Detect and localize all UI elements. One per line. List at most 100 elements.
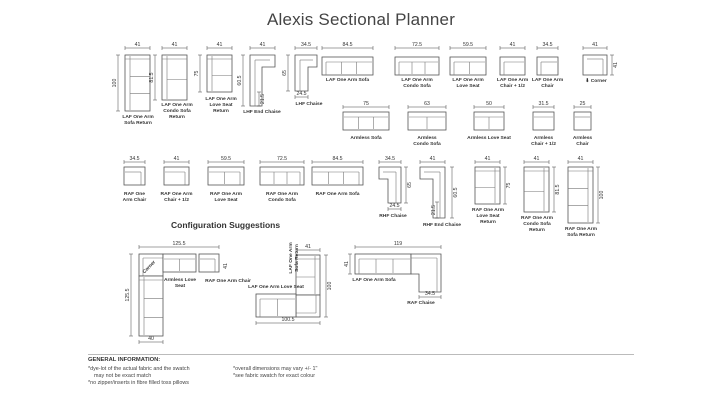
piece-outline	[567, 166, 594, 224]
piece-outline	[124, 54, 151, 112]
dimension-label: 21.5	[260, 94, 266, 104]
info-divider	[88, 354, 634, 355]
dimension-label: 25	[580, 101, 586, 107]
dimension-label: 34.5	[542, 42, 552, 48]
piece-label: Chair + 1/2	[531, 141, 556, 147]
piece-label: RAF One Arm	[521, 215, 554, 221]
piece-outline	[206, 54, 233, 93]
piece-label: LAF One Arm	[452, 77, 484, 83]
piece-label: Return	[169, 114, 185, 120]
piece-label: Condo Sofa	[403, 83, 431, 89]
piece-label: ⬇ Corner	[585, 78, 607, 84]
dimension-label: 84.5	[342, 42, 352, 48]
config-label: RAF Chaise	[407, 300, 435, 306]
dimension-label: 41	[592, 42, 598, 48]
piece-label: Return	[529, 227, 545, 233]
piece-label: Love Seat	[476, 213, 499, 219]
piece-outline	[163, 166, 190, 186]
piece-outline	[198, 253, 220, 273]
piece-outline	[207, 166, 245, 186]
piece-outline	[123, 166, 146, 186]
piece-label: LAF One Arm Sofa	[326, 77, 370, 83]
dimension-label: 41	[485, 156, 491, 162]
dimension-label: 65	[282, 70, 288, 76]
dimension-label: 41	[613, 62, 619, 68]
piece-outline	[573, 111, 592, 131]
piece-label: Chair	[576, 141, 589, 147]
piece-outline	[161, 54, 188, 101]
piece-label: RHF Chaise	[379, 213, 407, 219]
piece-label: LAF One Arm	[161, 102, 193, 108]
piece-outline	[295, 254, 321, 296]
info-heading: GENERAL INFORMATION:	[88, 357, 161, 363]
piece-label: RAF One Arm	[472, 207, 505, 213]
info-note: *overall dimensions may vary +/- 1"	[233, 366, 318, 372]
piece-label: Armless Sofa	[350, 135, 382, 141]
piece-outline	[321, 56, 374, 76]
piece-label: Love Seat	[456, 83, 479, 89]
piece-outline	[474, 166, 501, 205]
config-label: LAF One Arm	[288, 242, 294, 274]
dimension-label: 100	[327, 282, 333, 291]
piece-label: Return	[480, 219, 496, 225]
piece-outline	[449, 56, 487, 76]
dimension-label: 41	[578, 156, 584, 162]
piece-outline	[378, 166, 402, 204]
piece-outline	[499, 56, 526, 76]
dimension-label: 59.5	[221, 156, 231, 162]
dimension-label: 100	[599, 191, 605, 200]
piece-label: Chair	[541, 83, 554, 89]
piece-label: LHF End Chaise	[243, 109, 281, 115]
config-heading: Configuration Suggestions	[171, 220, 281, 230]
dimension-label: 100.5	[282, 317, 295, 323]
dimension-label: 65	[407, 182, 413, 188]
piece-label: LAF One Arm	[401, 77, 433, 83]
dimension-label: 24.5	[296, 91, 306, 97]
piece-outline	[582, 54, 608, 76]
corner: 41 41 ⬇ Corner	[582, 42, 619, 84]
piece-label: Arm Chair	[123, 197, 147, 203]
piece-outline	[532, 111, 555, 131]
dimension-label: 34.5	[129, 156, 139, 162]
dimension-label: 125.5	[173, 241, 186, 247]
dimension-label: 81.5	[555, 184, 561, 194]
piece-label: LAF One Arm	[205, 96, 237, 102]
dimension-label: 41	[174, 156, 180, 162]
piece-outline	[259, 166, 305, 186]
dimension-label: 75	[506, 183, 512, 189]
piece-label: RHF End Chaise	[423, 222, 461, 228]
info-note: *dye-lot of the actual fabric and the sw…	[88, 366, 190, 372]
piece-label: LHF Chaise	[296, 101, 323, 107]
piece-label: Armless	[417, 135, 437, 141]
piece-label: LAF One Arm	[497, 77, 529, 83]
piece-label: Armless Love	[164, 277, 196, 283]
dimension-label: 72.5	[412, 42, 422, 48]
info-note: *no zipper/inserts in fibre filled toss …	[88, 380, 189, 386]
piece-outline	[523, 166, 550, 213]
dimension-label: 34.5	[301, 42, 311, 48]
dimension-label: 60.5	[237, 75, 243, 85]
dimension-label: 34.5	[425, 291, 435, 297]
piece-label: Condo Sofa	[523, 221, 551, 227]
piece-outline	[394, 56, 440, 76]
dimension-label: 84.5	[332, 156, 342, 162]
dimension-label: 41	[534, 156, 540, 162]
dimension-label: 75	[363, 101, 369, 107]
piece-label: Armless Love Seat	[467, 135, 511, 141]
dimension-label: 24.5	[389, 203, 399, 209]
dimension-label: 41	[305, 244, 311, 250]
chaise-outline	[410, 253, 442, 293]
